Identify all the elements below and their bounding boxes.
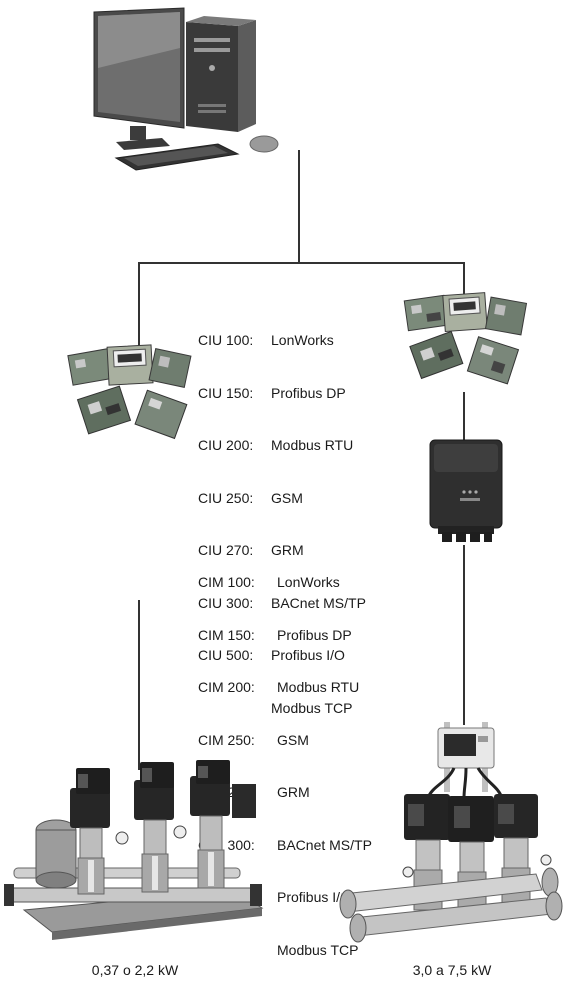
wire-right-drop-1 (463, 262, 465, 302)
cim-code: CIM 150: (198, 626, 255, 643)
ciu-row: CIU 150: Profibus DP (198, 385, 366, 403)
ciu-code: CIU 270: (198, 542, 254, 558)
ciu-row: CIU 250: GSM (198, 490, 366, 508)
wire-right-drop-2 (463, 392, 465, 440)
ciu-protocol: LonWorks (271, 332, 334, 348)
cim-protocol: Modbus RTU (277, 679, 360, 695)
ciu-module-list: CIU 100: LonWorks CIU 150: Profibus DP CIU… (198, 297, 366, 735)
computer-illustration (93, 7, 279, 171)
ciu-module-boards (403, 292, 528, 385)
cim-row: Modbus TCP (198, 942, 372, 960)
cim-row: CIM 250: GSM (198, 732, 372, 750)
ciu-protocol: GRM (271, 542, 304, 558)
ciu-row: CIU 300: BACnet MS/TP (198, 595, 366, 613)
cim-code: CIM 250: (198, 731, 255, 748)
cim-protocol: Profibus DP (277, 626, 352, 643)
cim-protocol: LonWorks (277, 574, 340, 590)
cim-protocol: BACnet MS/TP (277, 836, 372, 853)
right-pump-power-caption: 3,0 a 7,5 kW (412, 962, 492, 978)
wire-left-lower (138, 600, 140, 770)
ciu-code: CIU 100: (198, 332, 254, 348)
left-pump-set (4, 760, 264, 940)
cim-module-boards (67, 344, 192, 440)
ciu-code: CIU 250: (198, 489, 254, 506)
ciu-protocol: Modbus RTU (271, 437, 354, 453)
cim-row: CIM 200: Modbus RTU (198, 679, 372, 697)
ciu-protocol: Profibus DP (271, 384, 346, 401)
left-pump-power-caption: 0,37 o 2,2 kW (91, 962, 179, 978)
ciu-enclosure (429, 439, 503, 542)
ciu-code: CIU 500: (198, 647, 254, 663)
ciu-row: CIU 200: Modbus RTU (198, 437, 366, 455)
ciu-row: CIU 270: GRM (198, 542, 366, 560)
cim-code: CIM 200: (198, 679, 255, 695)
ciu-protocol: BACnet MS/TP (271, 594, 366, 611)
ciu-code: CIU 300: (198, 594, 254, 611)
cim-code: CIM 100: (198, 574, 255, 590)
wire-left-drop (138, 262, 140, 347)
ciu-row: Modbus TCP (198, 700, 366, 718)
right-pump-set (339, 722, 563, 943)
wire-right-drop-3 (463, 545, 465, 725)
cim-protocol: GSM (277, 731, 309, 748)
ciu-protocol: Modbus TCP (271, 699, 353, 716)
cim-row: CIM 100: LonWorks (198, 574, 372, 592)
cim-protocol: GRM (277, 784, 310, 800)
ciu-row: CIU 100: LonWorks (198, 332, 366, 350)
wire-horizontal-bus (138, 262, 464, 264)
ciu-protocol: Profibus I/O (271, 647, 345, 663)
ciu-row: CIU 500: Profibus I/O (198, 647, 366, 665)
cim-row: CIM 150: Profibus DP (198, 627, 372, 645)
wire-computer-drop (298, 150, 300, 263)
cim-protocol: Modbus TCP (277, 941, 359, 958)
ciu-protocol: GSM (271, 489, 303, 506)
ciu-code: CIU 200: (198, 437, 254, 453)
ciu-code: CIU 150: (198, 384, 254, 401)
